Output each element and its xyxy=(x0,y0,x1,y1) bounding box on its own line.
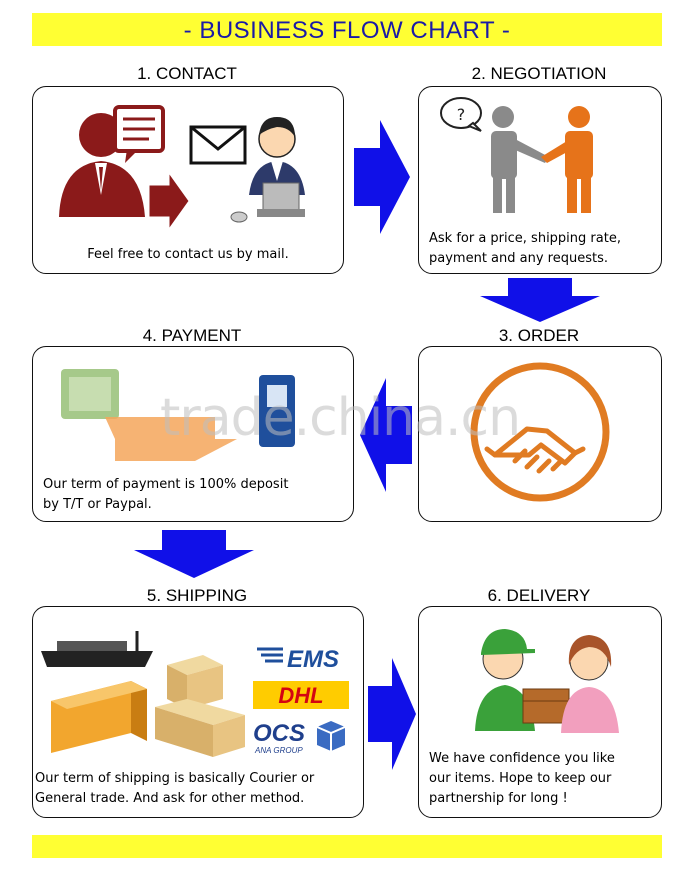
step-2-caption-line-1: Ask for a price, shipping rate, xyxy=(429,231,621,246)
arrow-right-5-to-6 xyxy=(368,658,416,770)
step-2-box: ? Ask for a price, shipping rate, paymen… xyxy=(418,86,662,274)
step-2-title: 2. NEGOTIATION xyxy=(471,64,607,83)
step-5-title: 5. SHIPPING xyxy=(146,586,248,605)
delivery-illustration-icon xyxy=(475,629,619,733)
step-4-caption-line-2: by T/T or Paypal. xyxy=(43,497,152,512)
step-5-caption-line-2: General trade. And ask for other method. xyxy=(35,791,305,806)
ocs-logo-icon: OCS ANA GROUP xyxy=(251,717,351,757)
footer-banner xyxy=(32,835,662,858)
handshake-circle-icon xyxy=(470,362,610,502)
arrow-left-3-to-4 xyxy=(360,378,412,492)
contact-illustration-icon xyxy=(59,105,305,231)
step-1-title: 1. CONTACT xyxy=(137,64,237,83)
ems-logo-text: EMS xyxy=(287,646,339,671)
step-6-title: 6. DELIVERY xyxy=(487,586,591,605)
header-banner: - BUSINESS FLOW CHART - xyxy=(32,13,662,46)
dhl-logo-icon: DHL xyxy=(253,681,349,709)
ocs-logo-subtext: ANA GROUP xyxy=(254,746,303,755)
arrow-right-1-to-2 xyxy=(354,120,410,234)
step-3-title: 3. ORDER xyxy=(498,326,580,345)
step-3-box xyxy=(418,346,662,522)
step-6-box: We have confidence you like our items. H… xyxy=(418,606,662,818)
handshake-figures-icon: ? xyxy=(440,97,593,213)
step-6-caption-line-2: our items. Hope to keep our xyxy=(429,771,612,786)
ocs-logo-text: OCS xyxy=(253,720,305,747)
payment-illustration-icon xyxy=(61,369,295,461)
dhl-logo-text: DHL xyxy=(278,683,323,708)
step-2-caption-line-2: payment and any requests. xyxy=(429,251,608,266)
ems-logo-icon: EMS xyxy=(255,643,347,673)
arrow-down-4-to-5 xyxy=(134,530,254,578)
cargo-illustration-icon xyxy=(41,631,245,757)
step-4-title: 4. PAYMENT xyxy=(142,326,242,345)
step-5-caption-line-1: Our term of shipping is basically Courie… xyxy=(35,771,315,786)
step-5-box: EMS DHL OCS ANA GROUP Our term of shippi… xyxy=(32,606,364,818)
step-1-caption: Feel free to contact us by mail. xyxy=(87,247,289,262)
question-mark: ? xyxy=(457,105,466,124)
step-6-caption-line-1: We have confidence you like xyxy=(429,751,615,766)
step-1-box: Feel free to contact us by mail. xyxy=(32,86,344,274)
watermark-text: trade.china.cn xyxy=(160,388,521,448)
step-4-box: Our term of payment is 100% deposit by T… xyxy=(32,346,354,522)
step-4-caption-line-1: Our term of payment is 100% deposit xyxy=(43,477,289,492)
arrow-down-2-to-3 xyxy=(480,278,600,322)
step-6-caption-line-3: partnership for long ! xyxy=(429,791,568,806)
page-title: - BUSINESS FLOW CHART - xyxy=(183,17,511,44)
